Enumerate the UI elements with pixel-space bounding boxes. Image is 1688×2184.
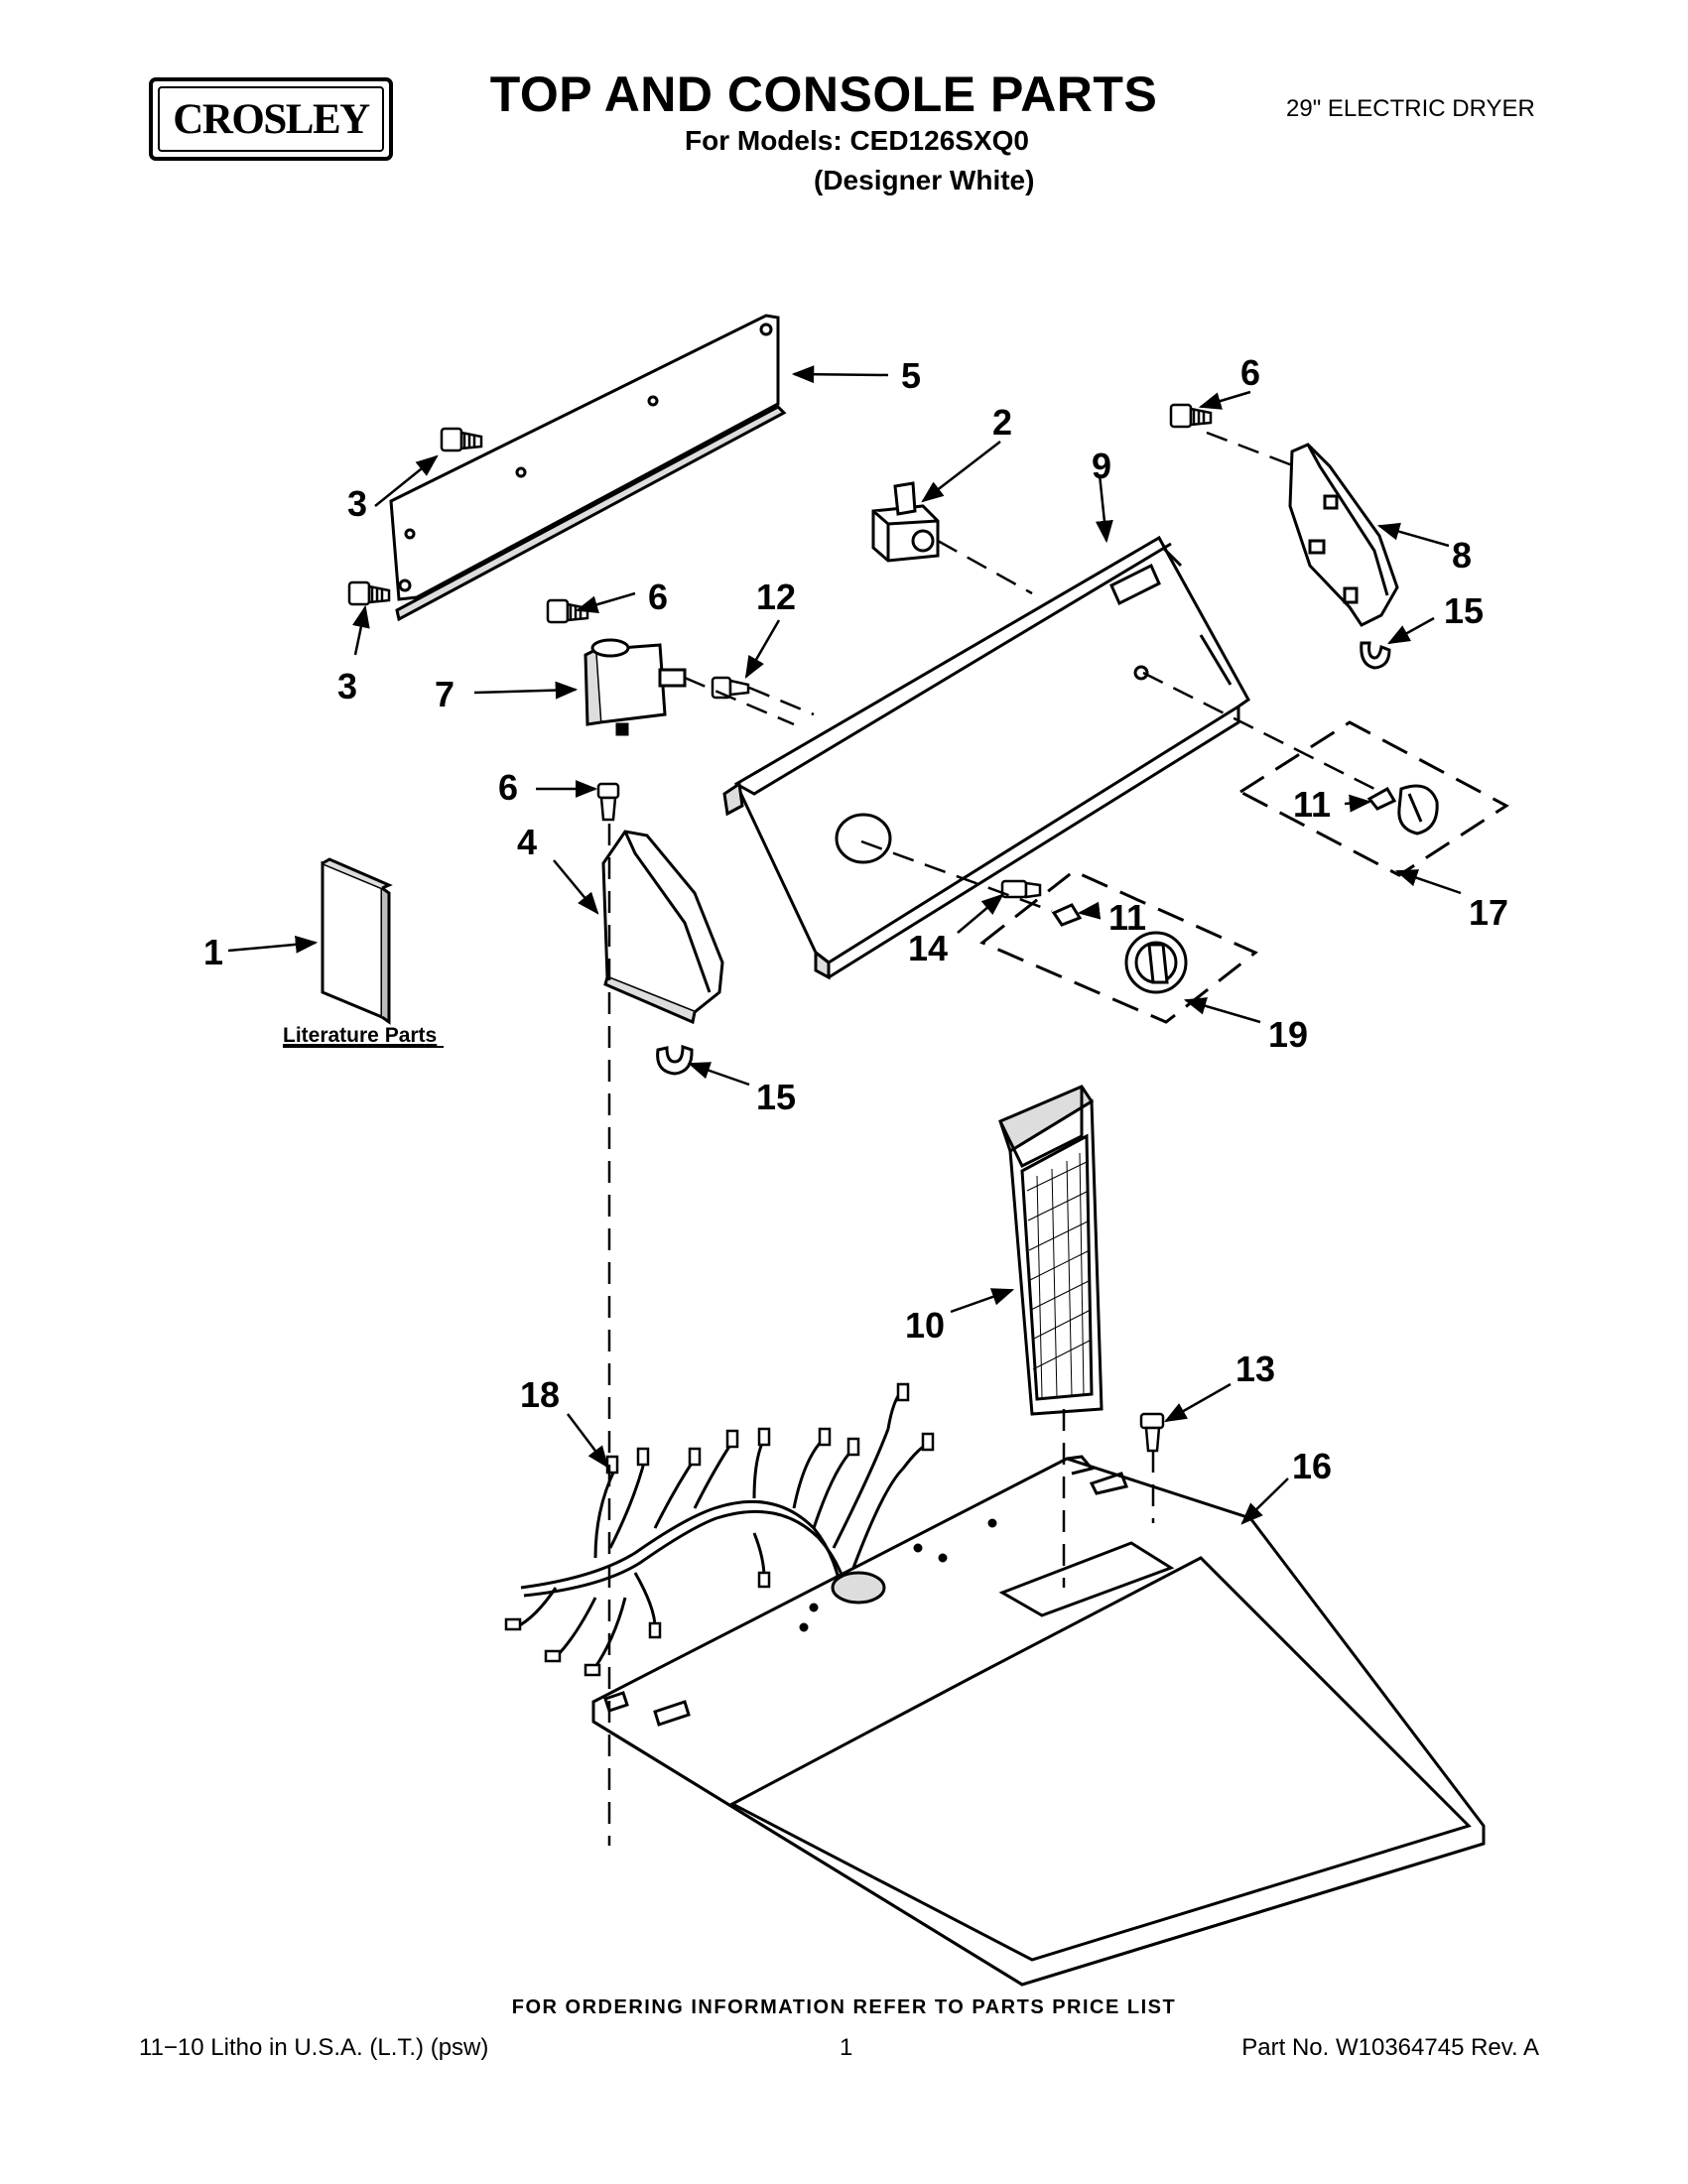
callout-10: 10 xyxy=(905,1305,945,1346)
callout-3-lower: 3 xyxy=(337,666,357,707)
callout-13: 13 xyxy=(1235,1349,1275,1389)
part-12-screw xyxy=(711,676,750,700)
leader-arrows xyxy=(227,365,1462,1525)
part-5-rear-bracket xyxy=(389,314,787,622)
page-title: TOP AND CONSOLE PARTS xyxy=(489,66,1158,122)
part-13-screw xyxy=(1139,1412,1165,1453)
page-number: 1 xyxy=(840,2034,853,2061)
ordering-note: FOR ORDERING INFORMATION REFER TO PARTS … xyxy=(511,1996,1177,2018)
harness-terminals xyxy=(504,1382,935,1677)
models-line: For Models: CED126SXQ0 xyxy=(685,125,1029,156)
alignment-lines xyxy=(607,431,1385,1846)
color-line: (Designer White) xyxy=(814,165,1035,195)
callout-14: 14 xyxy=(908,928,948,968)
lint-screen-mesh xyxy=(1026,1152,1093,1398)
part-14-screw xyxy=(1000,879,1042,899)
callout-19: 19 xyxy=(1268,1014,1308,1055)
callout-11-right: 11 xyxy=(1293,784,1331,825)
callout-9: 9 xyxy=(1092,446,1111,486)
callout-12: 12 xyxy=(756,577,796,617)
part-15-clip-right xyxy=(1360,641,1391,670)
part-8-end-cap-right xyxy=(1288,443,1399,627)
part-18-wire-harness xyxy=(504,1382,935,1677)
callout-3-upper: 3 xyxy=(347,483,367,524)
part-6-screw-left xyxy=(596,782,620,822)
callout-2: 2 xyxy=(992,402,1012,443)
callout-labels: 5 2 6 9 8 15 3 3 6 12 7 6 4 11 17 11 19 … xyxy=(203,352,1508,1486)
callout-16: 16 xyxy=(1292,1446,1332,1486)
literature-parts-label: Literature Parts xyxy=(283,1024,437,1047)
brand-logo: CROSLEY xyxy=(149,77,393,161)
part-2-switch xyxy=(871,481,940,563)
callout-17: 17 xyxy=(1469,892,1508,933)
callout-6-left: 6 xyxy=(498,767,518,808)
callout-1: 1 xyxy=(203,932,223,972)
part-17-knob-assembly xyxy=(1237,720,1509,877)
callout-5: 5 xyxy=(901,355,921,396)
brand-logo-frame: CROSLEY xyxy=(158,86,384,152)
part-6-screw-mid xyxy=(546,598,589,624)
part-16-top-panel xyxy=(591,1455,1486,1987)
part-7-timer xyxy=(584,638,687,736)
part-19-knob-assembly xyxy=(979,869,1258,1024)
part-1-literature xyxy=(321,857,393,1025)
callout-11-left: 11 xyxy=(1108,897,1146,938)
part-6-screw-upper-right xyxy=(1169,403,1213,429)
callout-7: 7 xyxy=(435,674,454,714)
part-number: Part No. W10364745 Rev. A xyxy=(1241,2034,1539,2061)
litho-info: 11−10 Litho in U.S.A. (L.T.) (psw) xyxy=(139,2034,489,2061)
part-15-clip-left xyxy=(656,1044,694,1076)
part-10-lint-screen xyxy=(998,1085,1104,1416)
brand-name: CROSLEY xyxy=(173,95,370,143)
part-3-screw-top xyxy=(440,427,483,452)
callout-6-mid: 6 xyxy=(648,577,668,617)
callout-8: 8 xyxy=(1452,535,1472,576)
part-9-console xyxy=(722,535,1250,980)
callout-6-upper: 6 xyxy=(1240,352,1260,393)
callout-15-left: 15 xyxy=(756,1077,796,1117)
part-4-end-cap-left xyxy=(601,830,724,1025)
callout-15-right: 15 xyxy=(1444,590,1484,631)
callout-18: 18 xyxy=(520,1374,560,1415)
callout-4: 4 xyxy=(517,822,537,862)
product-type: 29" ELECTRIC DRYER xyxy=(1286,95,1535,122)
part-3-screw-bottom xyxy=(347,580,391,606)
